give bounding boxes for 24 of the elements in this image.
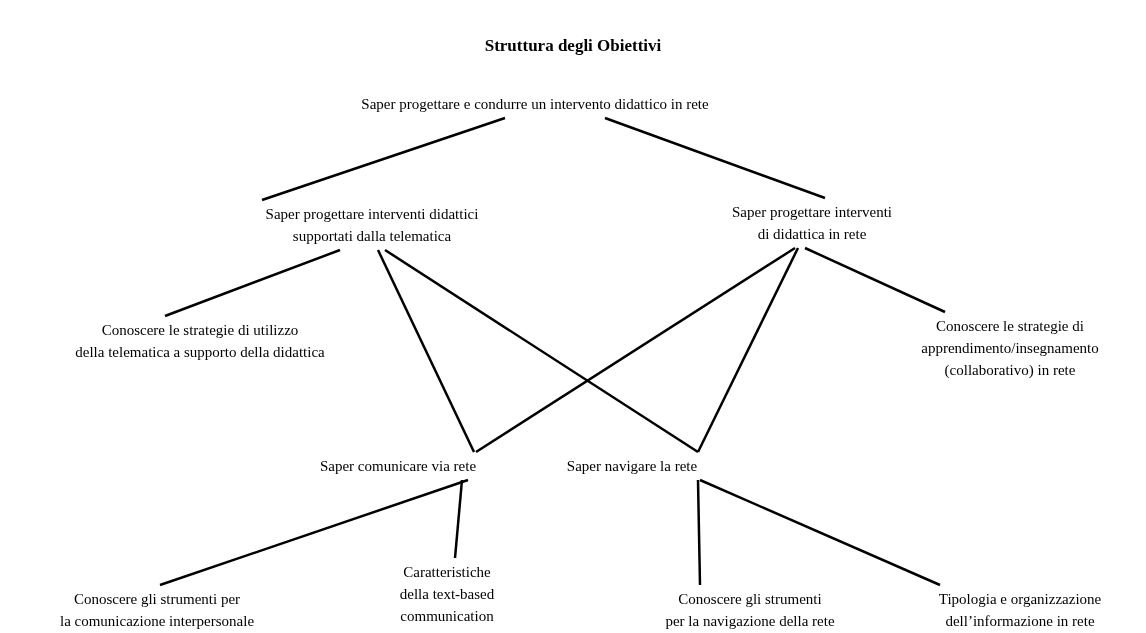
- connector-line: [384, 248, 699, 454]
- objective-text: Conoscere le strategie di apprendimento/insegnamento (collaborativo) in rete: [917, 312, 1103, 384]
- objective-text: Conoscere gli strumenti per la navigazione della rete: [661, 585, 839, 633]
- objective-text: Saper progettare e condurre un intervento didattico in rete: [357, 90, 713, 118]
- connector-line: [696, 247, 800, 453]
- objective-text: Saper progettare interventi di didattica in rete: [728, 198, 896, 248]
- objective-text: Conoscere le strategie di utilizzo della telematica a supporto della didattica: [71, 316, 329, 366]
- objective-text: Conoscere gli strumenti per la comunicazione interpersonale: [55, 585, 259, 633]
- connector-line: [376, 249, 476, 453]
- connector-line: [604, 116, 826, 200]
- connector-line: [159, 478, 469, 587]
- connector-line: [696, 479, 702, 586]
- objective-text: Tipologia e organizzazione dell’informazione in rete: [934, 585, 1106, 633]
- connector-line: [475, 246, 796, 454]
- objective-text: Saper progettare interventi didattici supportati dalla telematica: [261, 200, 483, 250]
- connector-line: [164, 248, 341, 318]
- connector-line: [804, 246, 946, 314]
- connector-line: [699, 478, 941, 587]
- objective-text: Caratteristiche della text-based communication: [395, 558, 499, 630]
- connector-line: [453, 479, 464, 559]
- diagram-title: Struttura degli Obiettivi: [484, 36, 662, 56]
- objective-text: Saper comunicare via rete: [315, 452, 481, 480]
- objective-text: Saper navigare la rete: [562, 452, 702, 480]
- connector-line: [261, 116, 506, 202]
